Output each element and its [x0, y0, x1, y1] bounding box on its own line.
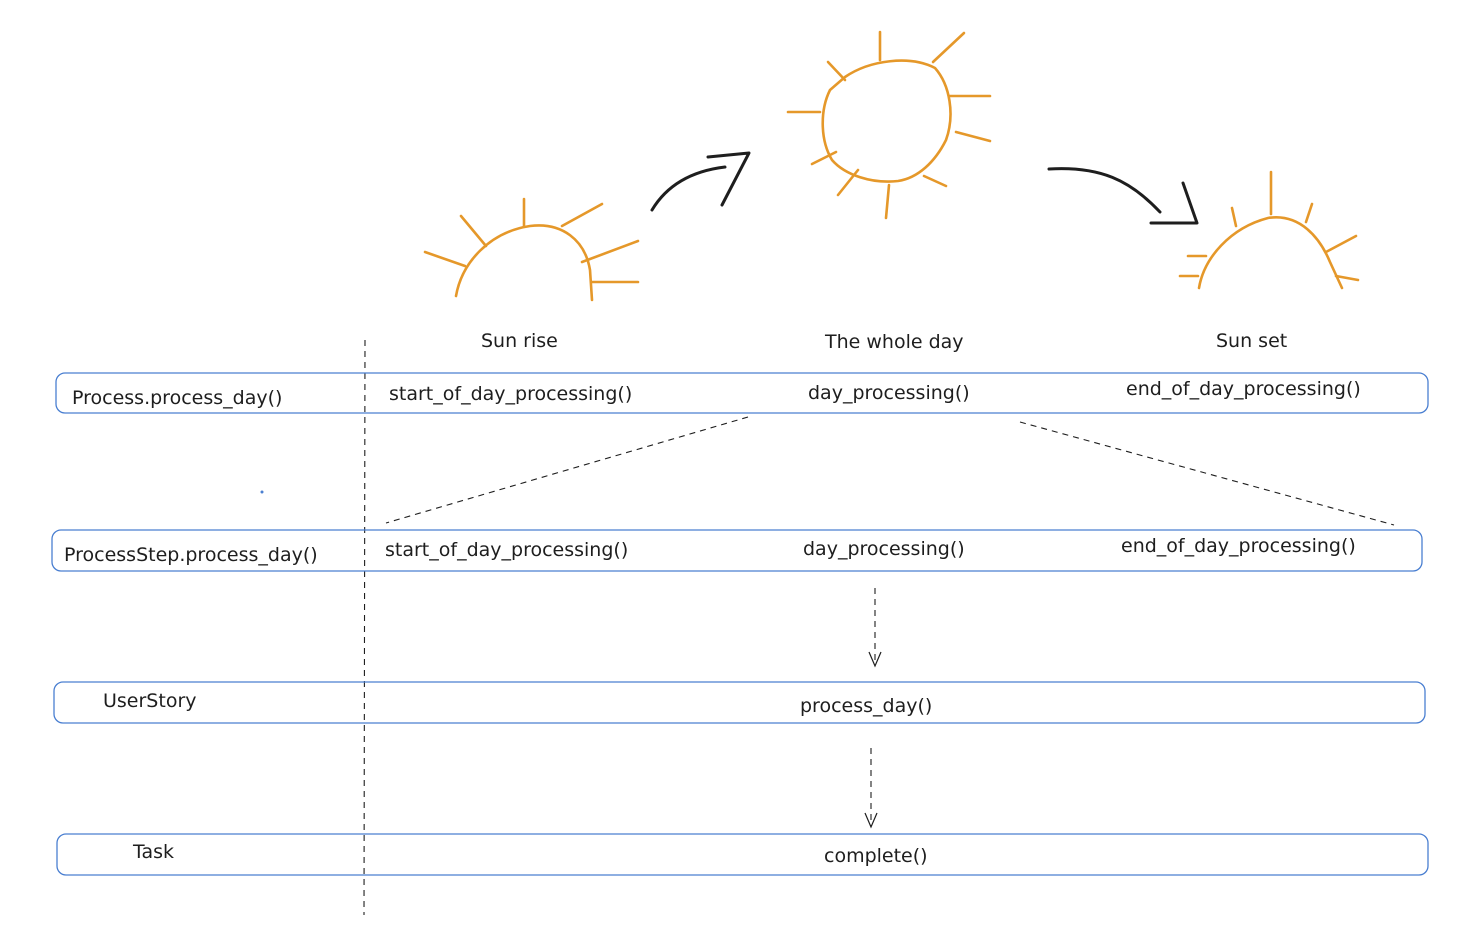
lane-label-separator [363, 339, 366, 916]
process-step-lane-label: ProcessStep.process_day() [64, 544, 318, 566]
stray-dot [260, 490, 264, 494]
user-story-lane [53, 681, 1426, 724]
expand-line-right [1019, 421, 1395, 526]
userstory-to-task-arrow [864, 748, 878, 829]
step-to-userstory-arrow [868, 588, 882, 668]
process-step-day: day_processing() [808, 382, 970, 404]
process-step-start: start_of_day_processing() [389, 383, 632, 405]
process-lane [55, 372, 1429, 414]
sunset-sun-icon [1178, 170, 1360, 290]
day-to-sunset-arrow [1047, 167, 1199, 225]
phase-label-whole-day: The whole day [824, 331, 964, 353]
sunrise-sun-icon [423, 197, 640, 302]
user-story-method: process_day() [800, 695, 932, 717]
user-story-lane-label: UserStory [103, 690, 197, 712]
phase-label-sunset: Sun set [1216, 330, 1287, 352]
process-step-lane-day: day_processing() [803, 538, 965, 560]
task-method: complete() [824, 845, 928, 867]
process-lane-label: Process.process_day() [72, 387, 282, 409]
task-lane-label: Task [132, 841, 174, 863]
process-step-lane [51, 529, 1423, 572]
phase-label-sunrise: Sun rise [481, 330, 558, 352]
process-step-lane-end: end_of_day_processing() [1121, 535, 1356, 557]
process-step-end: end_of_day_processing() [1126, 378, 1361, 400]
expand-line-left [385, 416, 749, 524]
sunrise-to-day-arrow [650, 151, 751, 212]
task-lane [56, 833, 1429, 876]
process-step-lane-start: start_of_day_processing() [385, 539, 628, 561]
full-day-sun-icon [786, 30, 992, 220]
